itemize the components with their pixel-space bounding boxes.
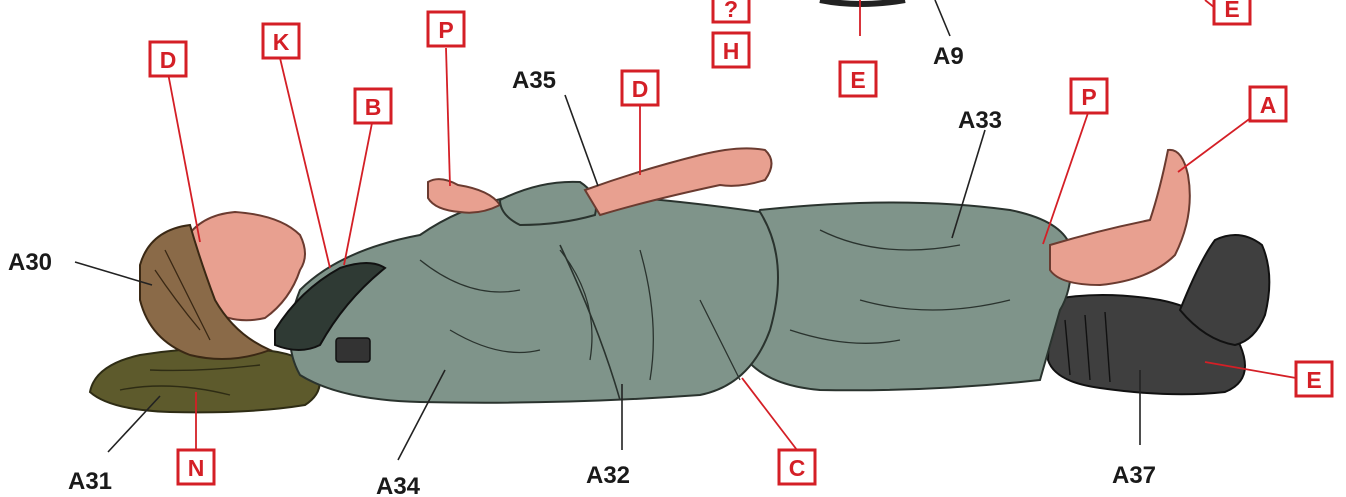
top-fragment — [820, 0, 1215, 36]
marker-q-top: ? — [713, 0, 749, 22]
svg-text:E: E — [1224, 0, 1239, 22]
svg-text:A: A — [1260, 92, 1277, 118]
svg-text:D: D — [632, 76, 649, 102]
svg-text:H: H — [723, 38, 740, 64]
marker-c-belt: C — [779, 450, 815, 484]
marker-p-left-hand: P — [428, 12, 464, 46]
label-a37: A37 — [1112, 462, 1156, 489]
svg-text:?: ? — [724, 0, 738, 22]
svg-text:B: B — [365, 94, 382, 120]
svg-text:K: K — [273, 29, 290, 55]
marker-d-arm: D — [622, 71, 658, 105]
soldier-figure — [90, 148, 1269, 412]
marker-d-head: D — [150, 42, 186, 76]
marker-h-top: H — [713, 33, 749, 67]
marker-e-top-right: E — [1214, 0, 1250, 24]
label-a9: A9 — [933, 43, 964, 70]
svg-text:D: D — [160, 47, 177, 73]
marker-e-boot: E — [1296, 362, 1332, 396]
svg-text:E: E — [850, 67, 865, 93]
marker-k-collar: K — [263, 24, 299, 58]
marker-p-foot: P — [1071, 79, 1107, 113]
marker-a-foot: A — [1250, 87, 1286, 121]
label-a32: A32 — [586, 462, 630, 489]
label-a30: A30 — [8, 249, 52, 276]
label-a33: A33 — [958, 107, 1002, 134]
chest-badge — [336, 338, 370, 362]
svg-text:P: P — [438, 17, 453, 43]
left-hand — [428, 179, 500, 213]
label-a35: A35 — [512, 67, 556, 94]
svg-text:E: E — [1306, 367, 1321, 393]
svg-text:P: P — [1081, 84, 1096, 110]
bare-foot — [1050, 150, 1190, 285]
label-a34: A34 — [376, 473, 421, 497]
label-a31: A31 — [68, 468, 112, 495]
marker-e-top-center: E — [840, 62, 876, 96]
trousers — [738, 203, 1072, 391]
marker-b-collar: B — [355, 89, 391, 123]
sleeve — [500, 182, 596, 225]
svg-text:C: C — [789, 455, 806, 481]
svg-text:N: N — [188, 455, 205, 481]
marker-n-blanket: N — [178, 450, 214, 484]
